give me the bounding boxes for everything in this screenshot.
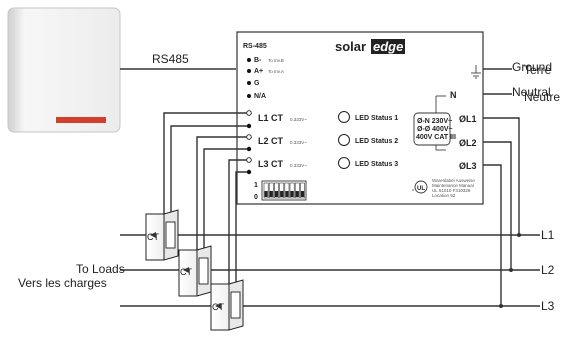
terminal-l1: ØL1 xyxy=(459,114,477,124)
l1-ct-label: L1 CT xyxy=(258,113,284,123)
dip-switch-cell xyxy=(279,182,285,199)
ct-clamp-l2: CT xyxy=(178,245,212,297)
inverter-logo-bar xyxy=(56,117,106,123)
voltage-line-3: 400V CAT III xyxy=(416,134,456,141)
rs485-label: RS485 xyxy=(152,52,189,66)
ct-clamp-l3: CT xyxy=(210,279,244,331)
vers-les-charges-label: Vers les charges xyxy=(18,276,107,290)
terminal-l3: ØL3 xyxy=(459,161,477,171)
inverter xyxy=(7,7,121,133)
dip-switch-cell xyxy=(289,182,295,199)
voltage-terminals: N ØL1 ØL2 ØL3 xyxy=(450,90,477,171)
dip-switch-cell xyxy=(294,182,300,199)
terminal-a-plus: A+ xyxy=(254,68,263,75)
terminal-b-minus: B- xyxy=(254,57,262,64)
voltage-line-1: Ø-N 230V~ xyxy=(417,118,452,125)
dip-switch-cell xyxy=(284,182,290,199)
l3-ct-label: L3 CT xyxy=(258,159,284,169)
line-l2-label: L2 xyxy=(541,263,555,277)
dip-switch-knob xyxy=(274,191,279,197)
line-l3-label: L3 xyxy=(541,299,555,313)
cert-line-4: Location 92 xyxy=(432,193,456,198)
meter-brand-right: edge xyxy=(373,39,403,54)
phase-taps xyxy=(483,117,521,308)
dip-switch-cell xyxy=(274,182,279,199)
l2-ct-rating: 0.333V~ xyxy=(290,140,307,145)
dip-label-0: 0 xyxy=(254,194,258,201)
ct-clamp-l1-label: CT xyxy=(147,232,159,242)
certification-mark: UL c Warenlabel Ausweise Maintenance Man… xyxy=(412,178,475,198)
terminal-l2: ØL2 xyxy=(459,138,477,148)
voltage-spec: Ø-N 230V~ Ø-Ø 400V~ 400V CAT III xyxy=(413,95,456,151)
energy-meter: solar edge RS-485 B- To Inv.B A+ To Inv.… xyxy=(236,31,484,205)
power-lines: L1 L2 L3 xyxy=(120,228,555,313)
dip-switch-knob xyxy=(290,191,294,197)
neutral-wire: Neutral Neutre xyxy=(483,85,560,104)
voltage-line-2: Ø-Ø 400V~ xyxy=(417,126,453,133)
cert-line-2: Maintenance Manual xyxy=(432,183,474,188)
rs485-header: RS-485 xyxy=(243,43,267,50)
ct-clamp-l2-label: CT xyxy=(180,267,192,277)
load-arrows xyxy=(150,232,221,309)
dip-switch-knob xyxy=(300,191,305,197)
led-status-3: LED Status 3 xyxy=(355,161,398,168)
rs485-link: RS485 xyxy=(120,52,236,70)
to-loads-label: To Loads xyxy=(76,262,125,276)
terminal-g: G xyxy=(254,80,260,87)
meter-brand-left: solar xyxy=(335,39,366,54)
dip-switch-knob xyxy=(269,191,273,197)
l2-ct-label: L2 CT xyxy=(258,136,284,146)
status-leds: LED Status 1 LED Status 2 LED Status 3 xyxy=(338,111,398,169)
terre-label: Terre xyxy=(524,63,552,77)
terminal-na: N/A xyxy=(254,93,266,100)
neutral-label: Neutral xyxy=(512,85,551,99)
dip-label-1: 1 xyxy=(254,182,258,189)
dip-switch: 1 0 xyxy=(254,180,307,201)
ground-wire: Ground Terre xyxy=(471,60,552,79)
terminal-n: N xyxy=(450,90,457,100)
cert-line-3: UL 61010 F310328 xyxy=(432,188,471,193)
dip-switch-knob xyxy=(285,191,289,197)
l3-ct-rating: 0.333V~ xyxy=(290,163,307,168)
dip-switch-knob xyxy=(264,191,268,197)
svg-text:c: c xyxy=(412,187,414,192)
to-loads: To Loads Vers les charges xyxy=(18,262,125,290)
led-status-1: LED Status 1 xyxy=(355,115,398,122)
neutre-label: Neutre xyxy=(524,90,560,104)
dip-switch-knob xyxy=(280,191,284,197)
ground-label: Ground xyxy=(512,60,552,74)
terminal-a-note: To Inv.A xyxy=(268,69,284,74)
terminal-b-note: To Inv.B xyxy=(268,58,284,63)
dip-switch-cell xyxy=(268,182,274,199)
dip-switch-knob xyxy=(295,191,299,197)
svg-text:UL: UL xyxy=(417,186,425,192)
line-l1-label: L1 xyxy=(541,228,555,242)
dip-switch-cell xyxy=(263,182,269,199)
ct-leads xyxy=(163,112,247,284)
cert-line-1: Warenlabel Ausweise xyxy=(432,178,475,183)
meter-brand-box xyxy=(371,39,405,54)
led-status-2: LED Status 2 xyxy=(355,138,398,145)
l1-ct-rating: 0.333V~ xyxy=(290,117,307,122)
rs485-terminals: B- To Inv.B A+ To Inv.A G N/A xyxy=(247,57,284,100)
dip-switch-cell xyxy=(300,182,305,199)
